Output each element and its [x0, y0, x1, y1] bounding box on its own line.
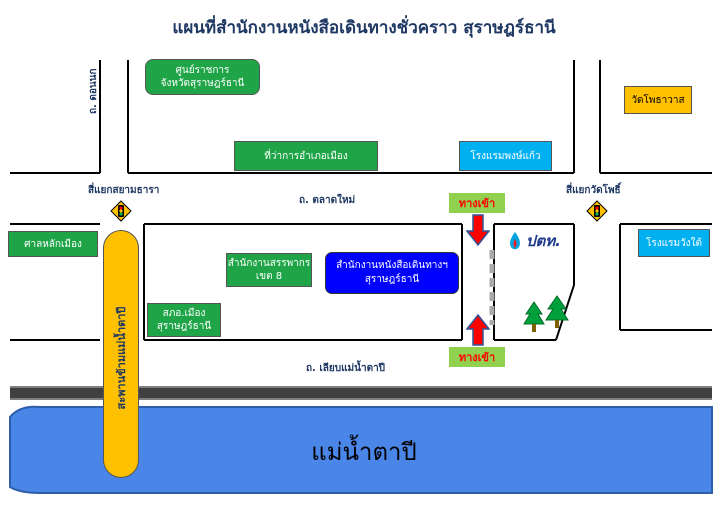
passport-office-line1: สำนักงานหนังสือเดินทางฯ — [336, 260, 448, 271]
traffic-light-icon — [110, 200, 132, 222]
traffic-light-icon — [586, 200, 608, 222]
city-pillar-shrine: ศาลหลักเมือง — [8, 231, 98, 257]
wat-pho: วัดโพธาวาส — [624, 86, 692, 114]
tree-icon — [523, 301, 545, 332]
map-title: แผนที่สำนักงานหนังสือเดินทางชั่วคราว สุร… — [172, 18, 556, 38]
revenue-office: สำนักงานสรรพากร เขต 8 — [226, 253, 312, 287]
hotel-pong-kaew: โรงแรมพงษ์แก้ว — [459, 141, 552, 171]
ptt-logo-icon: ปตท. — [508, 230, 570, 252]
arrow-up-icon — [466, 314, 490, 346]
police-station-line1: สภอ.เมือง — [162, 308, 206, 319]
entrance-top-label: ทางเข้า — [449, 193, 505, 213]
wat-pho-junction-label: สี่แยกวัดโพธิ์ — [566, 185, 621, 196]
provincial-hall-line2: จังหวัดสุราษฎร์ธานี — [160, 78, 245, 89]
arrow-down-icon — [466, 214, 490, 246]
hotel-wang-tai: โรงแรมวังใต้ — [638, 229, 710, 257]
revenue-office-line1: สำนักงานสรรพากร — [227, 258, 311, 269]
bridge — [103, 230, 139, 478]
embankment-strip — [10, 388, 712, 398]
entrance-bottom-label: ทางเข้า — [449, 347, 505, 367]
road-don-nok-label: ถ. ดอนนก — [88, 68, 99, 114]
police-station: สภอ.เมือง สุราษฎร์ธานี — [147, 303, 221, 337]
passport-office: สำนักงานหนังสือเดินทางฯ สุราษฎร์ธานี — [325, 252, 459, 294]
talat-mai-road-label: ถ. ตลาดใหม่ — [299, 195, 356, 206]
riverside-road-label: ถ. เลียบแม่น้ำตาปี — [306, 363, 386, 374]
revenue-office-line2: เขต 8 — [255, 271, 283, 282]
passport-office-line2: สุราษฎร์ธานี — [364, 274, 420, 285]
ptt-flame-icon — [510, 232, 520, 250]
siam-thara-junction-label: สี่แยกสยามธารา — [88, 185, 160, 196]
police-station-line2: สุราษฎร์ธานี — [156, 321, 212, 332]
district-office: ที่ว่าการอำเภอเมือง — [234, 141, 378, 171]
ptt-logo-text: ปตท. — [526, 232, 561, 250]
river — [9, 405, 713, 494]
river-label: แม่น้ำตาปี — [311, 438, 417, 466]
provincial-hall-line1: ศูนย์ราชการ — [175, 65, 230, 76]
tree-icon — [545, 295, 569, 328]
provincial-hall: ศูนย์ราชการ จังหวัดสุราษฎร์ธานี — [145, 59, 260, 95]
bridge-label: สะพานข้ามแม่น้ำตาปี — [115, 306, 128, 410]
